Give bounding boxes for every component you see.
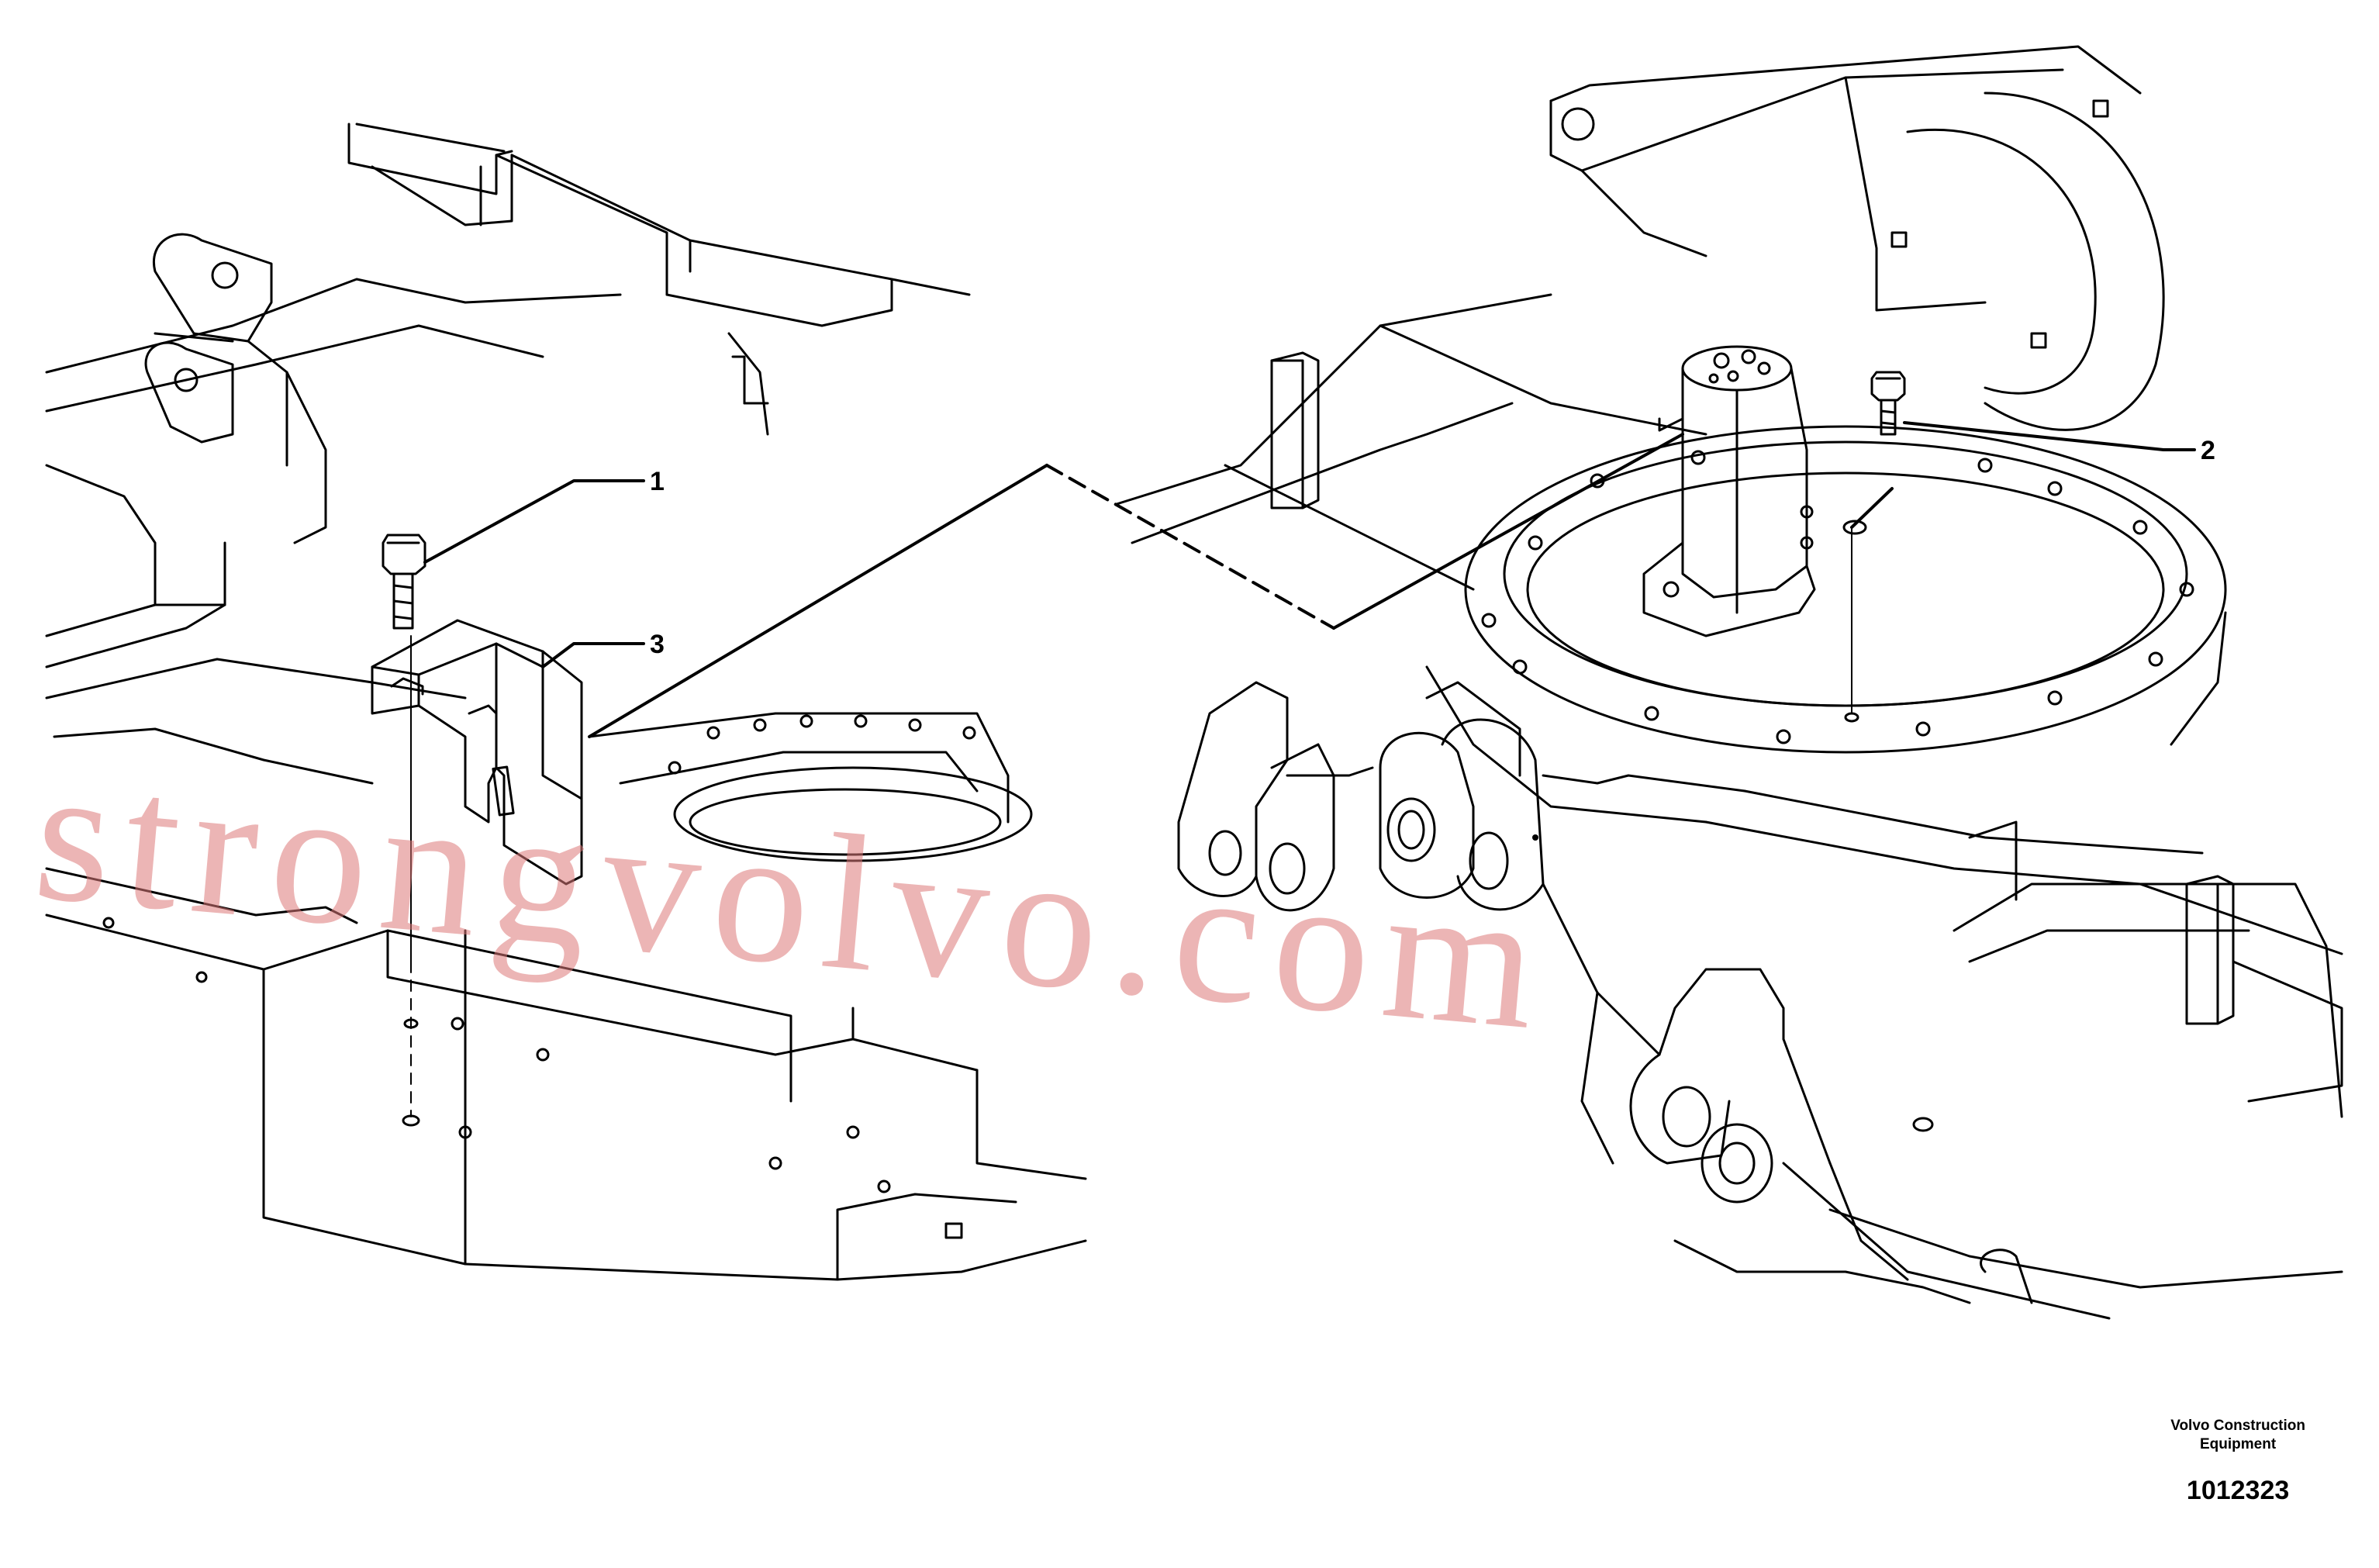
callout-label-1: 1 bbox=[650, 467, 665, 496]
callout-label-2: 2 bbox=[2201, 436, 2215, 465]
credit-block: Volvo Construction Equipment 1012323 bbox=[2170, 1417, 2305, 1506]
credit-line-2: Equipment bbox=[2200, 1436, 2277, 1452]
left-frame-assembly bbox=[45, 123, 1087, 1281]
bracket-part-3 bbox=[371, 619, 583, 886]
swivel-joint bbox=[1642, 345, 1867, 637]
callout-label-3: 3 bbox=[650, 630, 665, 659]
bolt-part-1 bbox=[382, 534, 426, 630]
fill-accents bbox=[1532, 834, 1538, 841]
drawing-number: 1012323 bbox=[2186, 1476, 2290, 1505]
credit-line-1: Volvo Construction bbox=[2170, 1418, 2305, 1434]
right-undercarriage-assembly bbox=[1115, 45, 2343, 1320]
bolt-part-2 bbox=[1870, 371, 1906, 436]
callout-leaders bbox=[423, 421, 2196, 738]
